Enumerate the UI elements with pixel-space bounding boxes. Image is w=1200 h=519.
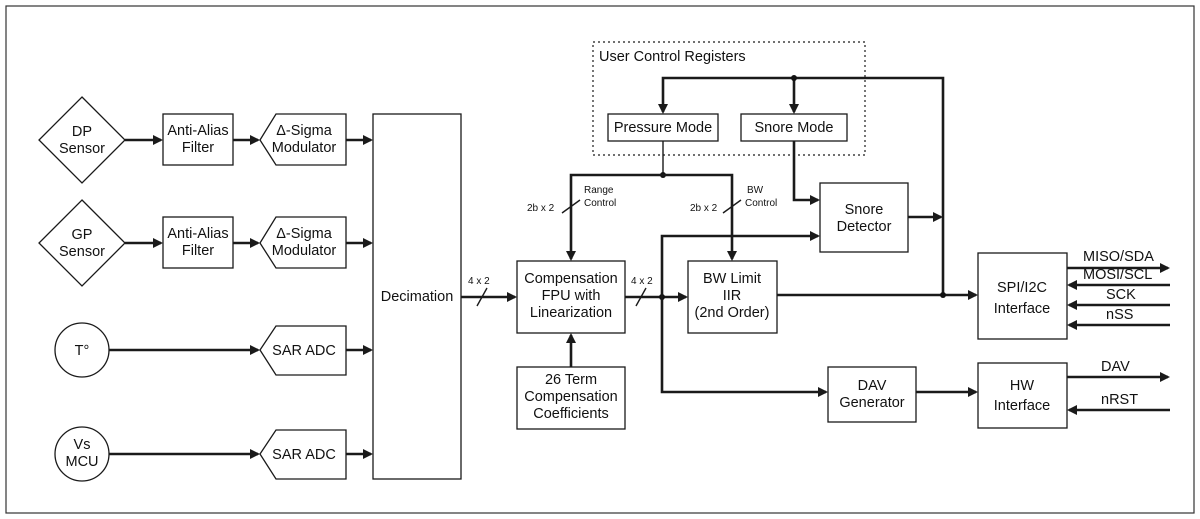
bw-limit-label-1: BW Limit bbox=[703, 271, 761, 287]
spi-interface-label-2: Interface bbox=[994, 301, 1050, 317]
dp-sensor: DP Sensor bbox=[38, 96, 126, 184]
anti-alias-2-label-2: Filter bbox=[182, 243, 214, 259]
anti-alias-filter-1: Anti-Alias Filter bbox=[162, 113, 234, 166]
dp-sensor-label-2: Sensor bbox=[59, 141, 105, 157]
gp-sensor-label-2: Sensor bbox=[59, 244, 105, 260]
diagram-frame bbox=[5, 5, 1195, 514]
compensation-label-1: Compensation bbox=[524, 271, 618, 287]
coefficients-label-2: Compensation bbox=[524, 389, 618, 405]
hw-interface-label-1: HW bbox=[1010, 378, 1034, 394]
delta-sigma-2-label-2: Modulator bbox=[272, 243, 337, 259]
bw-limit-label-3: (2nd Order) bbox=[695, 305, 770, 321]
bus-label-dec: 4 x 2 bbox=[468, 276, 490, 287]
junction-registers bbox=[791, 75, 797, 81]
wire-to-dav-generator bbox=[660, 297, 828, 397]
signal-sck-label: SCK bbox=[1106, 287, 1136, 303]
sar-adc-1: SAR ADC bbox=[259, 325, 347, 376]
wire-interface-to-pressure-mode bbox=[658, 76, 945, 295]
wire-bw-control bbox=[663, 173, 737, 261]
signal-nrst-label: nRST bbox=[1101, 392, 1138, 408]
range-control-label-1: Range bbox=[584, 185, 614, 196]
delta-sigma-modulator-1: Δ-Sigma Modulator bbox=[259, 113, 347, 166]
vs-mcu-input: Vs MCU bbox=[54, 426, 110, 482]
delta-sigma-1-label-2: Modulator bbox=[272, 140, 337, 156]
signal-dav-label: DAV bbox=[1101, 359, 1130, 375]
snore-mode-register: Snore Mode bbox=[740, 113, 848, 142]
dav-generator-label-1: DAV bbox=[858, 378, 887, 394]
hw-interface-block: HW Interface bbox=[977, 362, 1068, 429]
sar-adc-2-label: SAR ADC bbox=[272, 447, 336, 463]
range-control-label-2: Control bbox=[584, 198, 616, 209]
bus-slash-dec bbox=[476, 287, 488, 307]
bus-slash-bw bbox=[722, 199, 742, 214]
pressure-mode-register: Pressure Mode bbox=[607, 113, 719, 142]
dav-generator-label-2: Generator bbox=[839, 395, 904, 411]
snore-detector-label-2: Detector bbox=[837, 219, 892, 235]
sar-adc-2: SAR ADC bbox=[259, 429, 347, 480]
wire-snore-mode-to-detector bbox=[792, 141, 820, 205]
snore-detector-block: Snore Detector bbox=[819, 182, 909, 253]
bw-control-label-2: Control bbox=[745, 198, 777, 209]
anti-alias-filter-2: Anti-Alias Filter bbox=[162, 216, 234, 269]
bw-limit-iir-block: BW Limit IIR (2nd Order) bbox=[687, 260, 778, 334]
signal-nss-label: nSS bbox=[1106, 307, 1133, 323]
bus-slash-range bbox=[561, 199, 581, 214]
wire-range-control bbox=[566, 173, 663, 261]
delta-sigma-2-label-1: Δ-Sigma bbox=[276, 226, 333, 242]
anti-alias-2-label-1: Anti-Alias bbox=[167, 226, 228, 242]
range-width-label: 2b x 2 bbox=[527, 203, 555, 214]
temperature-label: T° bbox=[75, 343, 90, 359]
coefficients-label-1: 26 Term bbox=[545, 372, 597, 388]
hw-interface-label-2: Interface bbox=[994, 398, 1050, 414]
user-control-registers-group bbox=[592, 41, 866, 156]
bw-control-label-1: BW bbox=[747, 185, 764, 196]
anti-alias-1-label-1: Anti-Alias bbox=[167, 123, 228, 139]
delta-sigma-modulator-2: Δ-Sigma Modulator bbox=[259, 216, 347, 269]
coefficients-block: 26 Term Compensation Coefficients bbox=[516, 366, 626, 430]
pressure-mode-label: Pressure Mode bbox=[614, 120, 712, 136]
decimation-label: Decimation bbox=[381, 289, 454, 305]
gp-sensor: GP Sensor bbox=[38, 199, 126, 287]
sar-adc-1-label: SAR ADC bbox=[272, 343, 336, 359]
compensation-fpu-block: Compensation FPU with Linearization bbox=[516, 260, 626, 334]
compensation-label-3: Linearization bbox=[530, 305, 612, 321]
spi-i2c-interface-block: SPI/I2C Interface bbox=[977, 252, 1068, 340]
vs-mcu-label-1: Vs bbox=[74, 437, 91, 453]
decimation-block: Decimation bbox=[372, 113, 462, 480]
dp-sensor-label-1: DP bbox=[72, 124, 92, 140]
snore-mode-label: Snore Mode bbox=[755, 120, 834, 136]
delta-sigma-1-label-1: Δ-Sigma bbox=[276, 123, 333, 139]
bus-slash-comp bbox=[635, 287, 647, 307]
junction-spi bbox=[940, 292, 946, 298]
user-control-registers-label: User Control Registers bbox=[599, 49, 746, 65]
bw-width-label: 2b x 2 bbox=[690, 203, 718, 214]
gp-sensor-label-1: GP bbox=[72, 227, 93, 243]
bus-label-comp: 4 x 2 bbox=[631, 276, 653, 287]
snore-detector-label-1: Snore bbox=[845, 202, 884, 218]
wire-to-snore-detector bbox=[660, 231, 820, 297]
signal-miso-sda-label: MISO/SDA bbox=[1083, 249, 1154, 265]
spi-interface-label-1: SPI/I2C bbox=[997, 280, 1047, 296]
temperature-input: T° bbox=[54, 322, 110, 378]
vs-mcu-label-2: MCU bbox=[65, 454, 98, 470]
bw-limit-label-2: IIR bbox=[723, 288, 742, 304]
coefficients-label-3: Coefficients bbox=[533, 406, 609, 422]
signal-mosi-scl-label: MOSI/SCL bbox=[1083, 267, 1152, 283]
anti-alias-1-label-2: Filter bbox=[182, 140, 214, 156]
compensation-label-2: FPU with bbox=[542, 288, 601, 304]
dav-generator-block: DAV Generator bbox=[827, 366, 917, 423]
